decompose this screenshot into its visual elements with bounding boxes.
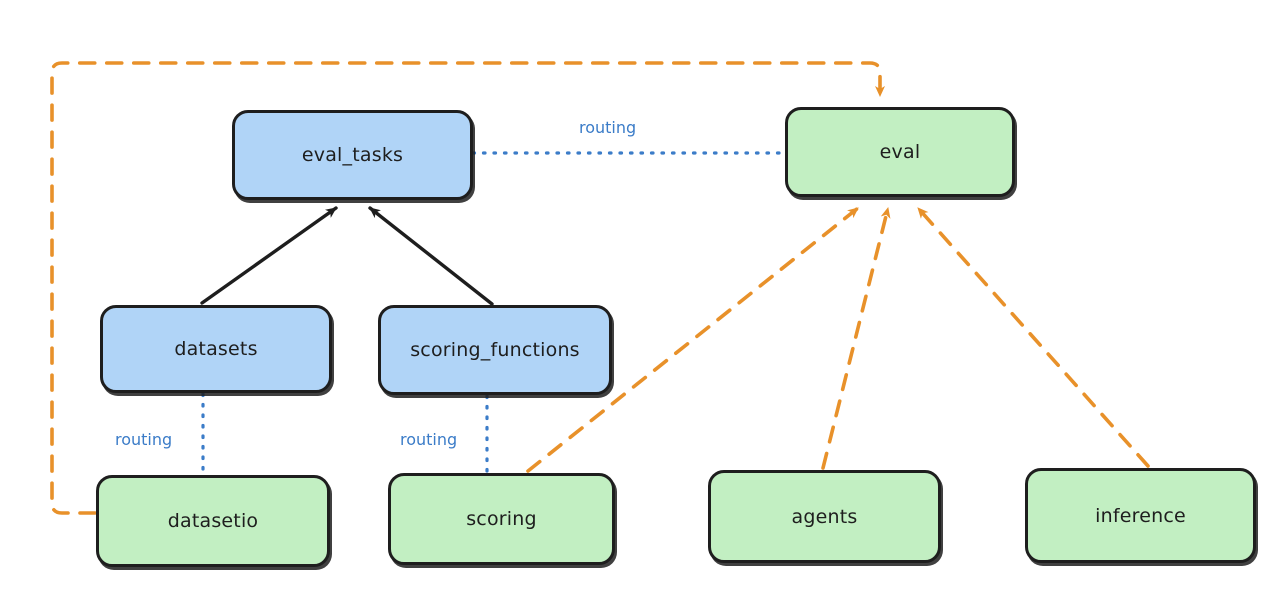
node-datasetio-label: datasetio [167, 510, 259, 532]
edge-datasetio-to-eval [50, 61, 885, 515]
node-scoring-functions[interactable]: scoring_functions [378, 305, 612, 395]
edge-inference-to-eval [916, 206, 1150, 468]
node-scoring[interactable]: scoring [388, 473, 615, 565]
edge-scoring-to-eval [526, 206, 860, 473]
node-datasets-label: datasets [174, 338, 258, 360]
node-agents[interactable]: agents [708, 470, 941, 563]
edge-label-routing-datasets: routing [115, 430, 173, 449]
node-eval-label: eval [879, 141, 921, 163]
edge-label-routing-scoring-functions: routing [400, 430, 458, 449]
node-eval-tasks[interactable]: eval_tasks [232, 110, 473, 200]
node-inference[interactable]: inference [1025, 468, 1256, 563]
node-scoring-label: scoring [466, 508, 537, 530]
node-scoring-functions-label: scoring_functions [410, 339, 580, 361]
node-eval-tasks-label: eval_tasks [301, 144, 404, 166]
node-datasets[interactable]: datasets [100, 305, 332, 393]
node-inference-label: inference [1095, 504, 1186, 527]
node-datasetio[interactable]: datasetio [96, 475, 330, 567]
node-eval[interactable]: eval [785, 107, 1015, 197]
edge-scoring-functions-to-eval-tasks [368, 206, 494, 306]
edge-label-routing-eval-tasks: routing [579, 118, 637, 137]
edge-datasets-to-eval-tasks [200, 206, 338, 305]
node-agents-label: agents [791, 505, 858, 528]
edge-agents-to-eval [821, 206, 891, 470]
